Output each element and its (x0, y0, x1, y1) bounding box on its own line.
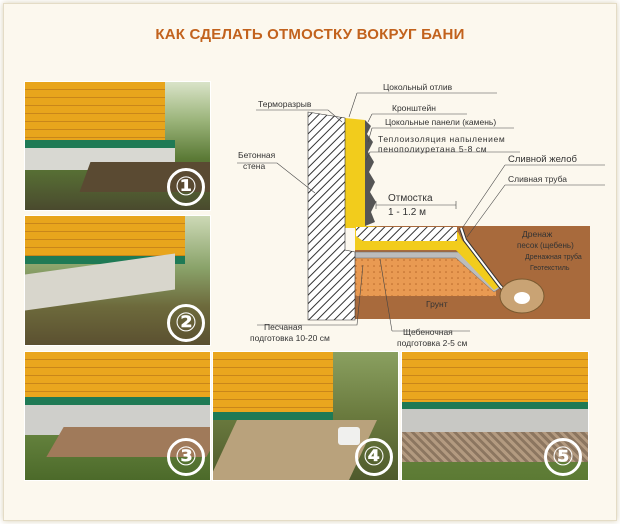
photo-step-5: ⑤ (401, 351, 589, 481)
blind-area-slab (356, 227, 457, 241)
concrete-wall (307, 111, 356, 321)
label-drainage-fill: песок (щебень) (517, 241, 574, 250)
label-plinth-flashing: Цокольный отлив (383, 82, 453, 92)
insulation-layer (345, 118, 500, 290)
photo-step-4: ④ (212, 351, 399, 481)
label-plinth-panels: Цокольные панели (камень) (385, 117, 497, 127)
label-drainage-pipe: Дренажная труба (525, 254, 582, 261)
label-sand-1: Песчаная (264, 322, 303, 332)
label-bracket: Кронштейн (392, 103, 436, 113)
label-concrete-wall-2: стена (243, 161, 266, 171)
page-title: КАК СДЕЛАТЬ ОТМОСТКУ ВОКРУГ БАНИ (155, 26, 465, 43)
plinth-panels (365, 120, 376, 226)
label-blind-area: Отмостка (388, 193, 433, 204)
label-gutter: Сливной желоб (508, 154, 577, 165)
step-number-5: ⑤ (544, 438, 582, 476)
label-gravel-2: подготовка 2-5 см (397, 338, 468, 348)
step-number-4: ④ (355, 438, 393, 476)
label-insulation-1: Теплоизоляция напылением (378, 134, 506, 144)
step-number-1: ① (167, 168, 205, 206)
step-number-2: ② (167, 304, 205, 342)
photo-step-2: ② (24, 215, 211, 346)
label-drainage: Дренаж (522, 229, 553, 239)
label-geotextile: Геотекстиль (530, 265, 570, 272)
drainage-pipe-circle (514, 292, 530, 304)
label-concrete-wall-1: Бетонная (238, 150, 276, 160)
photo-step-3: ③ (24, 351, 211, 481)
label-soil: Грунт (426, 299, 448, 309)
sand-layer (355, 258, 496, 296)
step-number-3: ③ (167, 438, 205, 476)
photo-step-1: ① (24, 81, 211, 211)
label-drain-pipe: Сливная труба (508, 174, 568, 184)
label-gravel-1: Щебеночная (403, 327, 453, 337)
label-insulation-2: пенополиуретана 5-8 см (378, 144, 488, 154)
label-blind-area-width: 1 - 1.2 м (388, 207, 427, 218)
label-thermal-break: Терморазрыв (258, 99, 312, 109)
label-sand-2: подготовка 10-20 см (250, 333, 330, 343)
